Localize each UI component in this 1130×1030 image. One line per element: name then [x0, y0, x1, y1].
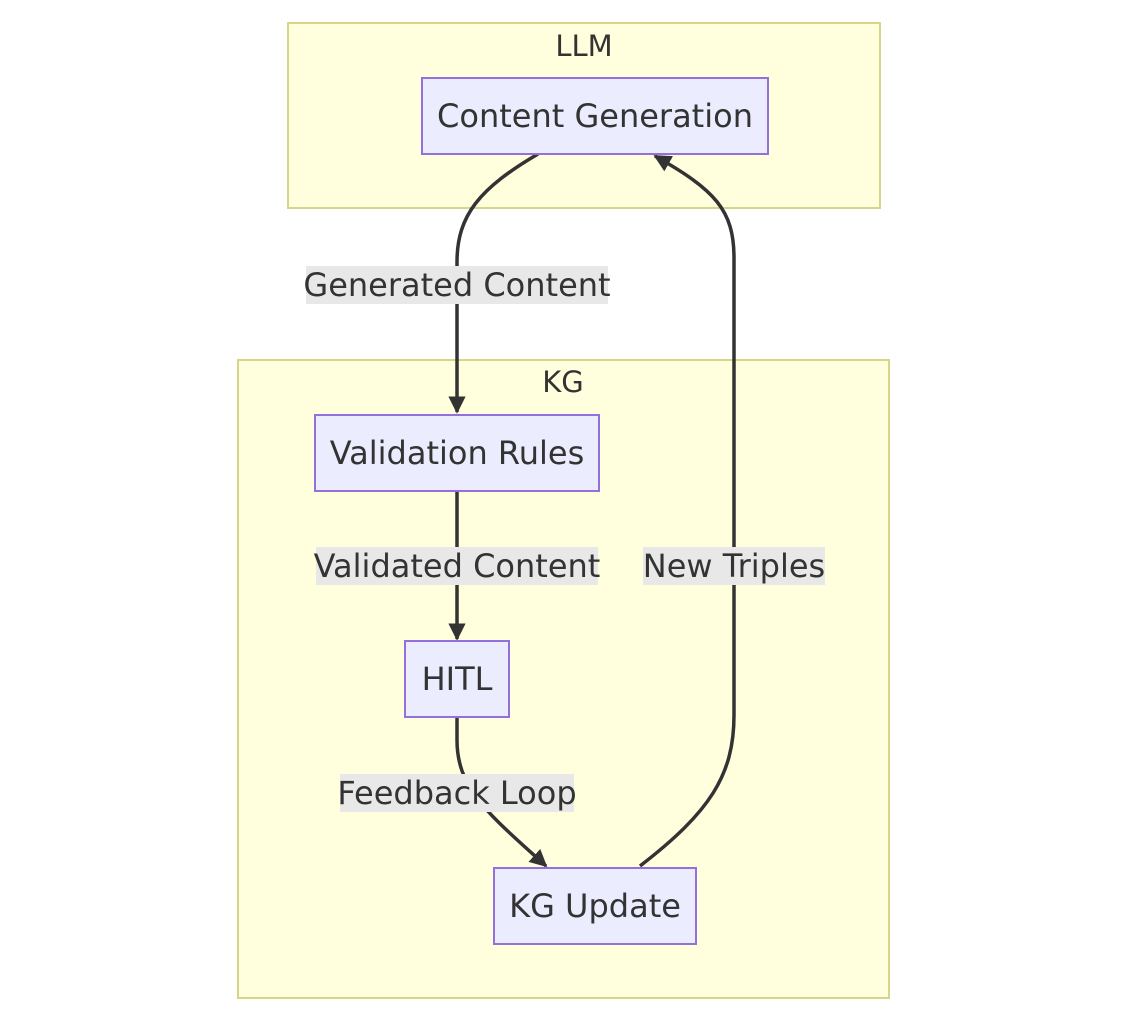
node-kg-update-box[interactable] [493, 867, 697, 945]
node-validation-rules-label: Validation Rules [330, 434, 585, 472]
edge-label-new-triples-bg [643, 547, 825, 585]
node-kg-update[interactable]: KG Update [493, 867, 697, 945]
edge-label-new-triples: New Triples [643, 547, 825, 585]
node-hitl[interactable]: HITL [404, 640, 510, 718]
edge-label-validated-content-text: Validated Content [314, 547, 601, 585]
node-hitl-label: HITL [422, 660, 493, 698]
edge-label-validated-content: Validated Content [314, 547, 601, 585]
edge-label-generated-content: Generated Content [303, 266, 611, 304]
node-content-generation[interactable]: Content Generation [421, 77, 769, 155]
edge-label-generated-content-text: Generated Content [303, 266, 610, 304]
edge-label-feedback-loop: Feedback Loop [337, 774, 577, 812]
edge-label-new-triples-text: New Triples [643, 547, 825, 585]
cluster-kg-label: KG [542, 365, 584, 399]
node-content-generation-label: Content Generation [437, 97, 753, 135]
node-validation-rules[interactable]: Validation Rules [314, 414, 600, 492]
edge-label-validated-content-bg [316, 547, 598, 585]
node-content-generation-box[interactable] [421, 77, 769, 155]
node-hitl-box[interactable] [404, 640, 510, 718]
edge-label-feedback-loop-bg [340, 774, 574, 812]
cluster-llm-label: LLM [555, 29, 612, 63]
edge-generated-content [448, 152, 539, 414]
edge-label-generated-content-bg [306, 266, 608, 304]
node-kg-update-label: KG Update [509, 887, 681, 925]
edge-new-triples [638, 154, 736, 868]
node-validation-rules-box[interactable] [314, 414, 600, 492]
edge-label-feedback-loop-text: Feedback Loop [337, 774, 576, 812]
